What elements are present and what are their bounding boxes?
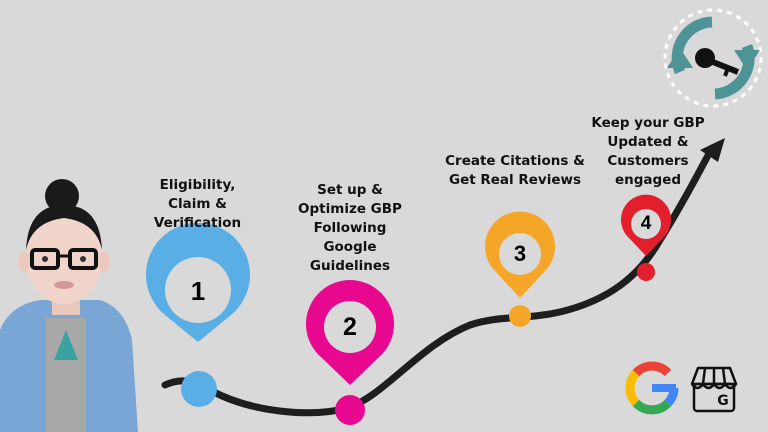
step-2-dot — [335, 395, 365, 425]
step-3-dot — [509, 305, 531, 327]
step-1-number: 1 — [190, 276, 206, 306]
step-2-label: Set up & Optimize GBP Following Google G… — [298, 182, 402, 274]
step-1-label: Eligibility, Claim & Verification — [153, 177, 242, 231]
step-2-number: 2 — [343, 313, 357, 341]
store-letter: G — [717, 393, 729, 409]
step-3-label: Create Citations & Get Real Reviews — [445, 153, 585, 188]
arrow-head-icon — [700, 138, 725, 162]
step-4-dot — [637, 263, 655, 281]
step-4-label: Keep your GBP Updated & Customers engage… — [591, 115, 705, 188]
step-3-number: 3 — [513, 241, 527, 266]
step-4-number: 4 — [640, 213, 652, 234]
step-1-dot — [181, 371, 217, 407]
